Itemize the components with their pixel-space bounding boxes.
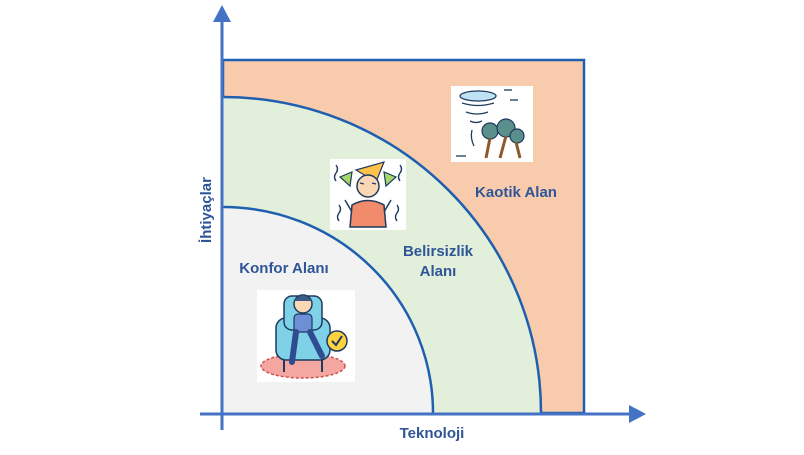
relaxing-person-armchair-icon: [257, 290, 355, 382]
y-axis-label: İhtiyaçlar: [198, 177, 215, 243]
comfort-zone-label: Konfor Alanı: [239, 260, 328, 277]
x-axis-label: Teknoloji: [400, 425, 465, 442]
chaotic-zone-label: Kaotik Alan: [475, 184, 557, 201]
y-axis-arrow-icon: [213, 5, 231, 22]
confused-person-icon: [330, 159, 406, 230]
comfort-boundary: [222, 205, 435, 414]
tornado-storm-icon: [451, 86, 533, 162]
uncertainty-zone-label-line1: Belirsizlik: [403, 243, 474, 260]
x-axis-arrow-icon: [629, 405, 646, 423]
uncertainty-zone-label-line2: Alanı: [420, 263, 457, 280]
uncertainty-boundary: [222, 95, 543, 414]
